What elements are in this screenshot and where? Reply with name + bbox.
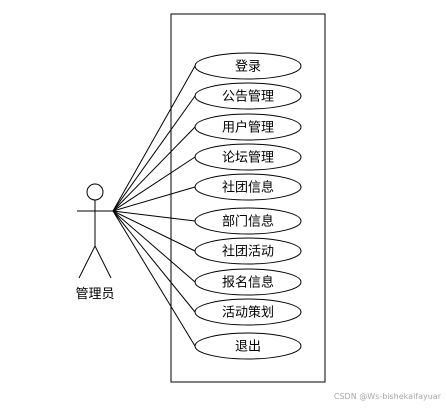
use-case: 社团信息 [194,173,302,201]
use-case-ellipse [194,82,302,110]
use-case-label: 公告管理 [222,90,274,105]
association-line [112,186,196,212]
use-case-label: 论坛管理 [222,151,274,166]
association-line [112,210,196,222]
use-case-label: 退出 [235,340,261,355]
use-case-label: 部门信息 [222,214,274,230]
use-case-ellipse [194,237,302,265]
use-case: 论坛管理 [194,143,302,171]
use-case-ellipse [194,173,302,201]
actor-label: 管理员 [75,287,114,302]
watermark: CSDN @Ws-bishekaifayuar [334,392,442,401]
use-case: 公告管理 [194,82,302,110]
use-case-label: 用户管理 [222,120,274,136]
use-case-label: 社团信息 [222,180,274,196]
association-line [112,65,196,212]
use-case-ellipse [194,52,302,80]
use-case-ellipse [194,113,302,141]
use-case: 登录 [194,52,302,80]
use-case-ellipse [194,332,302,360]
actor-left-leg [78,245,96,279]
use-case-ellipse [194,207,302,235]
use-case: 用户管理 [194,113,302,141]
actor-right-leg [94,245,112,279]
association-line [112,210,196,313]
use-case-label: 报名信息 [222,275,274,291]
use-case: 社团活动 [194,237,302,265]
use-case-ellipse [194,298,302,326]
use-case-ellipse [194,268,302,296]
association-line [112,95,196,212]
use-case: 退出 [194,332,302,360]
use-case: 报名信息 [194,268,302,296]
association-line [112,210,196,283]
use-case: 活动策划 [194,298,302,326]
association-line [112,210,196,252]
use-case-label: 社团活动 [222,244,274,260]
use-case-label: 登录 [235,60,261,75]
actor-figure [77,183,113,279]
system-boundary [170,13,326,383]
association-line [112,156,196,212]
association-line [112,210,196,347]
use-case: 部门信息 [194,207,302,235]
use-case-ellipse [194,143,302,171]
association-line [112,126,196,212]
actor-head [86,183,104,201]
association-lines [112,65,196,347]
use-case-label: 活动策划 [222,305,274,321]
